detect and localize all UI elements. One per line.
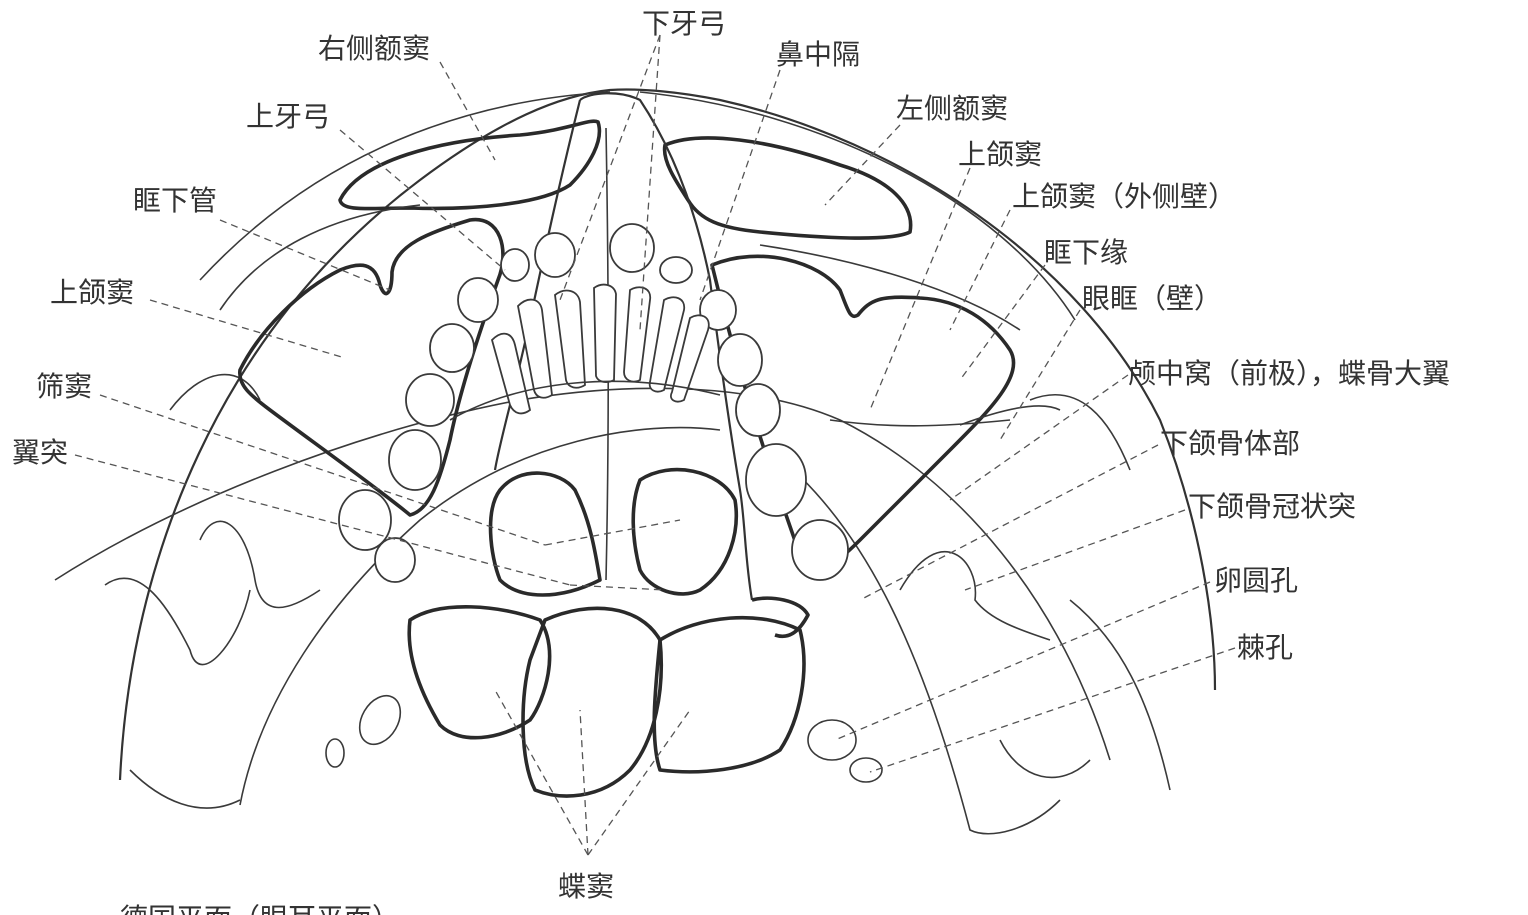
label-coronoid-process: 下颌骨冠状突 (1188, 490, 1356, 523)
label-infraorbital-canal: 眶下管 (133, 184, 217, 217)
label-nasal-septum: 鼻中隔 (776, 38, 860, 71)
label-lower-dental-arch: 下牙弓 (642, 7, 726, 40)
foramen-ovale-shape (808, 720, 856, 760)
labels: 右侧额窦 下牙弓 鼻中隔 上牙弓 左侧额窦 上颌窦 眶下管 上颌窦（外侧壁） 眶… (12, 7, 1450, 915)
label-middle-cranial-fossa: 颅中窝（前极），蝶骨大翼 (1128, 357, 1450, 390)
label-maxillary-sinus-lateral-wall: 上颌窦（外侧壁） (1012, 180, 1236, 213)
caption-partial: 德国平面（眼耳平面） (120, 902, 400, 915)
label-maxillary-sinus-upper: 上颌窦 (958, 138, 1042, 171)
label-maxillary-sinus-left: 上颌窦 (50, 276, 134, 309)
label-upper-dental-arch: 上牙弓 (246, 100, 330, 133)
label-left-frontal-sinus: 左侧额窦 (896, 92, 1008, 125)
label-right-frontal-sinus: 右侧额窦 (318, 32, 430, 65)
label-ethmoid-sinus: 筛窦 (36, 370, 92, 403)
frontal-sinuses (340, 121, 911, 238)
label-foramen-ovale: 卵圆孔 (1214, 564, 1298, 597)
right-frontal-sinus-shape (340, 121, 599, 208)
label-pterygoid-process: 翼突 (12, 436, 68, 469)
label-infraorbital-margin: 眶下缘 (1044, 236, 1128, 269)
label-foramen-spinosum: 棘孔 (1237, 631, 1293, 664)
label-mandible-body: 下颌骨体部 (1160, 427, 1300, 460)
upper-dental-arch (339, 224, 848, 582)
sphenoid-complex (409, 470, 808, 796)
label-orbit-wall: 眼眶（壁） (1082, 282, 1222, 315)
label-sphenoid-sinus: 蝶窦 (558, 870, 614, 903)
